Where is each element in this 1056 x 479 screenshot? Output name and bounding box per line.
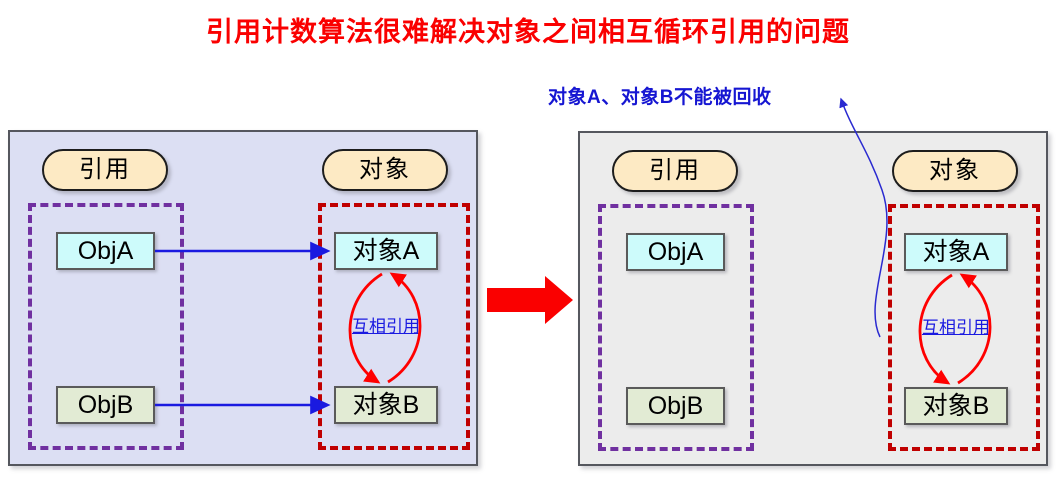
big-red-arrow bbox=[487, 276, 573, 324]
annotation-label: 对象A、对象B不能被回收 bbox=[548, 87, 772, 108]
cycle-label-left: 互相引用 bbox=[352, 317, 420, 336]
dashed-group-object-left bbox=[318, 203, 470, 450]
node-obja-left[interactable]: ObjA bbox=[56, 232, 155, 270]
pill-reference-left: 引用 bbox=[42, 149, 168, 191]
cycle-label-right: 互相引用 bbox=[922, 318, 990, 337]
pill-object-left: 对象 bbox=[322, 149, 448, 191]
node-objecta-right[interactable]: 对象A bbox=[904, 233, 1008, 271]
node-obja-right[interactable]: ObjA bbox=[626, 233, 725, 271]
dashed-group-reference-right bbox=[598, 204, 754, 451]
node-objecta-left[interactable]: 对象A bbox=[334, 232, 438, 270]
node-objb-right[interactable]: ObjB bbox=[626, 387, 725, 425]
dashed-group-object-right bbox=[888, 204, 1040, 451]
node-objb-left[interactable]: ObjB bbox=[56, 386, 155, 424]
node-objectb-left[interactable]: 对象B bbox=[334, 386, 438, 424]
page-title: 引用计数算法很难解决对象之间相互循环引用的问题 bbox=[206, 17, 850, 47]
dashed-group-reference-left bbox=[28, 203, 184, 450]
pill-object-right: 对象 bbox=[892, 150, 1018, 192]
node-objectb-right[interactable]: 对象B bbox=[904, 387, 1008, 425]
pill-reference-right: 引用 bbox=[612, 150, 738, 192]
